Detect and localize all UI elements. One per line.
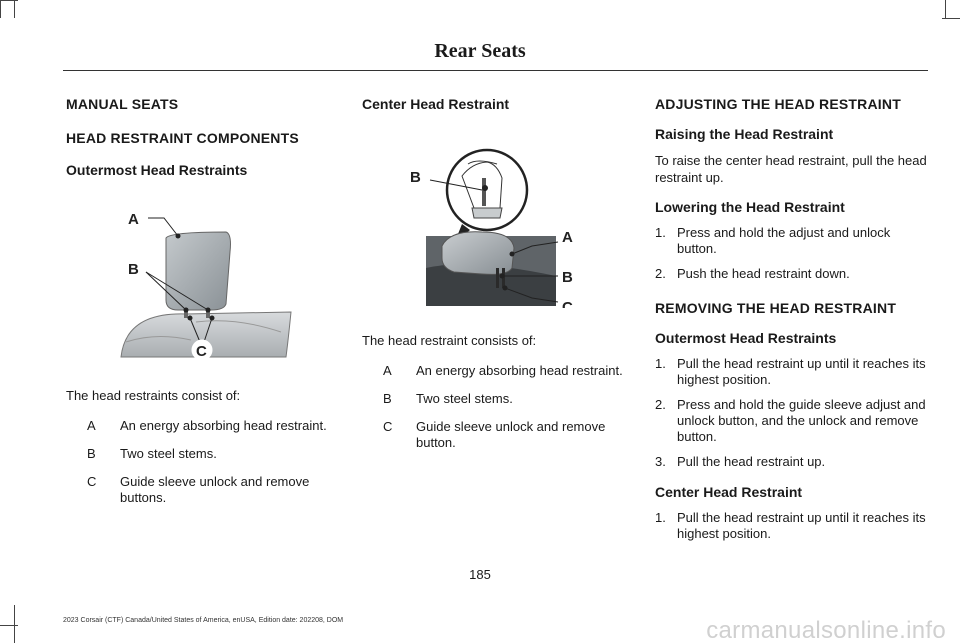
legend-text: An energy absorbing head restraint. xyxy=(120,418,327,433)
crop-mark xyxy=(945,0,946,18)
step-text: Pull the head restraint up until it reac… xyxy=(677,510,926,541)
step-item: 2. Press and hold the guide sleeve adjus… xyxy=(655,397,930,445)
legend-row: A An energy absorbing head restraint. xyxy=(383,363,627,379)
step-number: 3. xyxy=(655,454,666,469)
legend-list: A An energy absorbing head restraint. B … xyxy=(383,363,627,451)
figure-label-a: A xyxy=(562,229,573,246)
legend-key: C xyxy=(383,419,393,434)
crop-mark xyxy=(0,0,1,18)
figure-label-b: B xyxy=(562,269,573,286)
step-number: 1. xyxy=(655,510,666,525)
intro-text: The head restraints consist of: xyxy=(66,388,241,403)
step-number: 1. xyxy=(655,225,666,240)
heading-center-head-restraint: Center Head Restraint xyxy=(362,96,510,112)
figure-label-b: B xyxy=(128,261,139,278)
step-item: 3. Pull the head restraint up. xyxy=(655,454,930,470)
center-steps: 1. Pull the head restraint up until it r… xyxy=(655,510,930,542)
intro-text: The head restraint consists of: xyxy=(362,333,537,348)
header-divider xyxy=(63,70,928,71)
legend-key: B xyxy=(383,391,392,406)
heading-outermost: Outermost Head Restraints xyxy=(655,330,837,346)
figure-label-c: C xyxy=(562,299,573,308)
step-number: 1. xyxy=(655,356,666,371)
crop-mark xyxy=(0,0,18,1)
crop-mark xyxy=(0,625,18,626)
step-text: Pull the head restraint up until it reac… xyxy=(677,356,926,387)
outermost-steps: 1. Pull the head restraint up until it r… xyxy=(655,356,930,470)
step-number: 2. xyxy=(655,397,666,412)
step-number: 2. xyxy=(655,266,666,281)
legend-key: A xyxy=(87,418,96,433)
column-middle: Center Head Restraint B A B xyxy=(362,96,627,463)
column-right: ADJUSTING THE HEAD RESTRAINT Raising the… xyxy=(655,96,930,554)
legend-row: A An energy absorbing head restraint. xyxy=(87,418,336,434)
legend-row: C Guide sleeve unlock and remove button. xyxy=(383,419,627,451)
legend-list: A An energy absorbing head restraint. B … xyxy=(87,418,336,506)
section-title-removing: REMOVING THE HEAD RESTRAINT xyxy=(655,300,897,316)
section-title-adjusting: ADJUSTING THE HEAD RESTRAINT xyxy=(655,96,901,112)
legend-key: C xyxy=(87,474,97,489)
legend-text: Two steel stems. xyxy=(120,446,217,461)
step-item: 1. Pull the head restraint up until it r… xyxy=(655,510,930,542)
subsection-title-head-restraint-components: HEAD RESTRAINT COMPONENTS xyxy=(66,130,299,146)
column-left: MANUAL SEATS HEAD RESTRAINT COMPONENTS O… xyxy=(66,96,336,518)
figure-label-c: C xyxy=(196,343,207,360)
heading-center: Center Head Restraint xyxy=(655,484,803,500)
crop-mark xyxy=(14,0,15,18)
crop-mark xyxy=(942,18,960,19)
heading-lowering: Lowering the Head Restraint xyxy=(655,199,845,215)
step-item: 1. Press and hold the adjust and unlock … xyxy=(655,225,930,257)
legend-text: Guide sleeve unlock and remove button. xyxy=(416,419,606,450)
legend-row: B Two steel stems. xyxy=(383,391,627,407)
legend-text: Two steel stems. xyxy=(416,391,513,406)
figure-label-a: A xyxy=(128,211,139,228)
crop-mark xyxy=(14,605,15,643)
step-text: Press and hold the adjust and unlock but… xyxy=(677,225,891,256)
page-header-title: Rear Seats xyxy=(434,40,526,62)
footer-edition-text: 2023 Corsair (CTF) Canada/United States … xyxy=(63,617,344,624)
step-item: 2. Push the head restraint down. xyxy=(655,266,930,282)
step-text: Push the head restraint down. xyxy=(677,266,850,281)
legend-row: B Two steel stems. xyxy=(87,446,336,462)
watermark: carmanualsonline.info xyxy=(706,617,946,643)
step-text: Pull the head restraint up. xyxy=(677,454,826,469)
legend-key: A xyxy=(383,363,392,378)
center-head-restraint-figure: B A B C xyxy=(410,148,573,308)
heading-raising: Raising the Head Restraint xyxy=(655,126,834,142)
legend-text: Guide sleeve unlock and remove buttons. xyxy=(120,474,310,505)
step-text: Press and hold the guide sleeve adjust a… xyxy=(677,397,926,444)
step-item: 1. Pull the head restraint up until it r… xyxy=(655,356,930,388)
figure-label-b-top: B xyxy=(410,169,421,186)
page-number: 185 xyxy=(469,567,491,582)
heading-outermost-head-restraints: Outermost Head Restraints xyxy=(66,162,248,178)
section-title-manual-seats: MANUAL SEATS xyxy=(66,96,179,112)
outermost-head-restraint-figure: A B C xyxy=(120,211,292,361)
raising-text: To raise the center head restraint, pull… xyxy=(655,153,927,185)
legend-text: An energy absorbing head restraint. xyxy=(416,363,623,378)
legend-key: B xyxy=(87,446,96,461)
legend-row: C Guide sleeve unlock and remove buttons… xyxy=(87,474,336,506)
lowering-steps: 1. Press and hold the adjust and unlock … xyxy=(655,225,930,282)
